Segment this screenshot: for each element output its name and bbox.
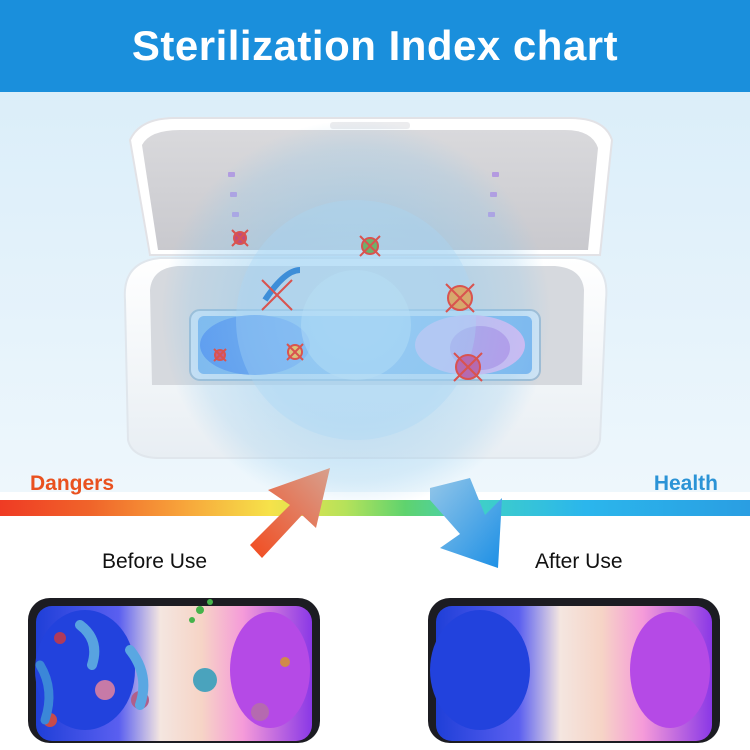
header-bar: Sterilization Index chart — [0, 0, 750, 92]
phone-after-image — [428, 598, 720, 743]
after-use-label: After Use — [535, 550, 623, 573]
phone-before-image — [28, 598, 320, 743]
dangers-label: Dangers — [30, 472, 115, 495]
health-label: Health — [653, 472, 718, 495]
page-title: Sterilization Index chart — [131, 22, 619, 69]
index-spectrum-bar — [0, 500, 750, 516]
product-scene — [0, 92, 750, 492]
before-use-label: Before Use — [102, 550, 208, 573]
